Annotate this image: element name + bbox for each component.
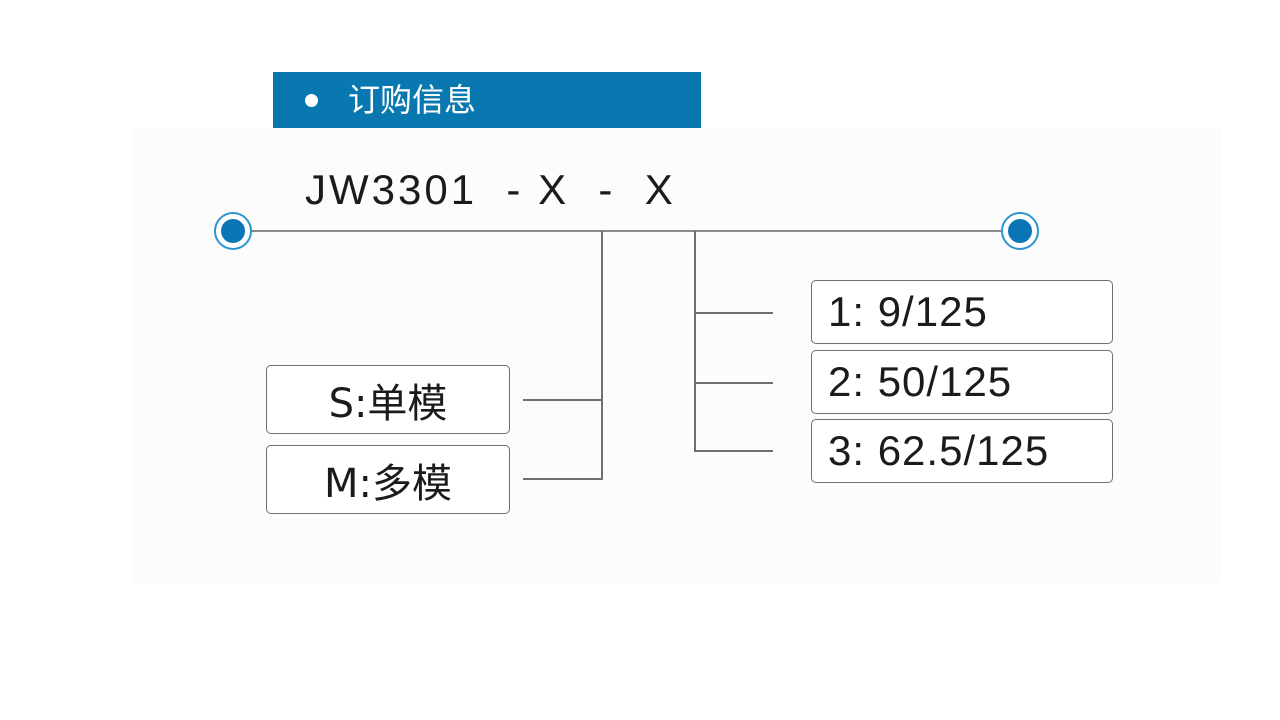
left-terminal-circle-icon	[214, 212, 252, 250]
fiber-62-5-125-connector-line	[694, 450, 773, 452]
main-code-line	[234, 230, 1020, 232]
multi-mode-option: M:多模	[266, 445, 510, 514]
fiber-option-62-5-125: 3: 62.5/125	[811, 419, 1113, 483]
fiber-option-9-125: 1: 9/125	[811, 280, 1113, 344]
right-terminal-circle-icon	[1001, 212, 1039, 250]
mode-branch-line	[601, 231, 603, 480]
single-mode-connector-line	[523, 399, 603, 401]
single-mode-option: S:单模	[266, 365, 510, 434]
fiber-branch-line	[694, 231, 696, 452]
ordering-information-banner: 订购信息	[273, 72, 701, 128]
ordering-information-title: 订购信息	[348, 81, 477, 119]
fiber-50-125-connector-line	[694, 382, 773, 384]
white-dot-icon	[305, 93, 318, 107]
model-code-label: JW3301 - X - X	[305, 166, 676, 213]
fiber-9-125-connector-line	[694, 312, 773, 314]
fiber-option-50-125: 2: 50/125	[811, 350, 1113, 414]
multi-mode-connector-line	[523, 478, 603, 480]
